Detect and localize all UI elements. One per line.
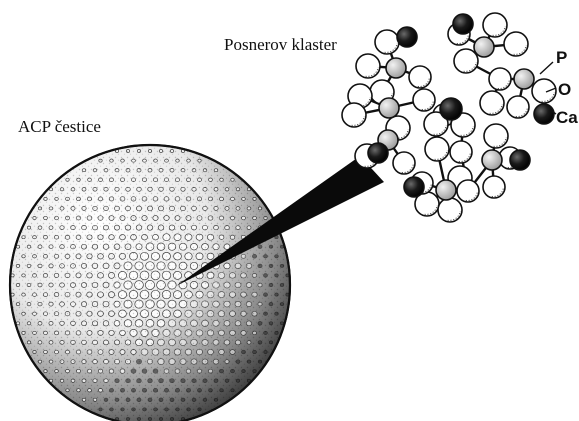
oxygen-atom bbox=[375, 30, 399, 54]
phosphorus-atom bbox=[436, 180, 456, 200]
calcium-atom bbox=[404, 177, 424, 197]
posner-cluster-label: Posnerov klaster bbox=[224, 35, 337, 54]
oxygen-atom bbox=[532, 79, 556, 103]
legend-oxygen-label: O bbox=[558, 80, 571, 99]
calcium-atom bbox=[397, 27, 417, 47]
oxygen-atom bbox=[507, 96, 529, 118]
phosphorus-atom bbox=[379, 98, 399, 118]
phosphorus-atom bbox=[386, 58, 406, 78]
phosphorus-atom bbox=[514, 69, 534, 89]
oxygen-atom bbox=[356, 54, 380, 78]
oxygen-atom bbox=[450, 141, 472, 163]
oxygen-atom bbox=[413, 89, 435, 111]
phosphorus-atom bbox=[474, 37, 494, 57]
phosphorus-atom bbox=[482, 150, 502, 170]
oxygen-atom bbox=[425, 137, 449, 161]
posner-cluster bbox=[342, 13, 556, 222]
oxygen-atom bbox=[504, 32, 528, 56]
oxygen-atom bbox=[483, 176, 505, 198]
oxygen-atom bbox=[409, 66, 431, 88]
calcium-atom bbox=[440, 98, 462, 120]
oxygen-atom bbox=[489, 68, 511, 90]
legend-phosphorus-label: P bbox=[556, 48, 567, 67]
oxygen-atom bbox=[480, 91, 504, 115]
oxygen-atom bbox=[484, 124, 508, 148]
oxygen-atom bbox=[454, 49, 478, 73]
oxygen-atom bbox=[342, 103, 366, 127]
calcium-atom bbox=[453, 14, 473, 34]
acp-particle-label: ACP čestice bbox=[18, 117, 101, 136]
calcium-atom bbox=[368, 143, 388, 163]
acp-particle-sphere bbox=[10, 145, 290, 421]
oxygen-atom bbox=[393, 152, 415, 174]
oxygen-atom bbox=[438, 198, 462, 222]
oxygen-atom bbox=[457, 180, 479, 202]
calcium-atom bbox=[534, 104, 554, 124]
oxygen-atom bbox=[483, 13, 507, 37]
calcium-atom bbox=[510, 150, 530, 170]
legend-calcium-label: Ca bbox=[556, 108, 578, 127]
